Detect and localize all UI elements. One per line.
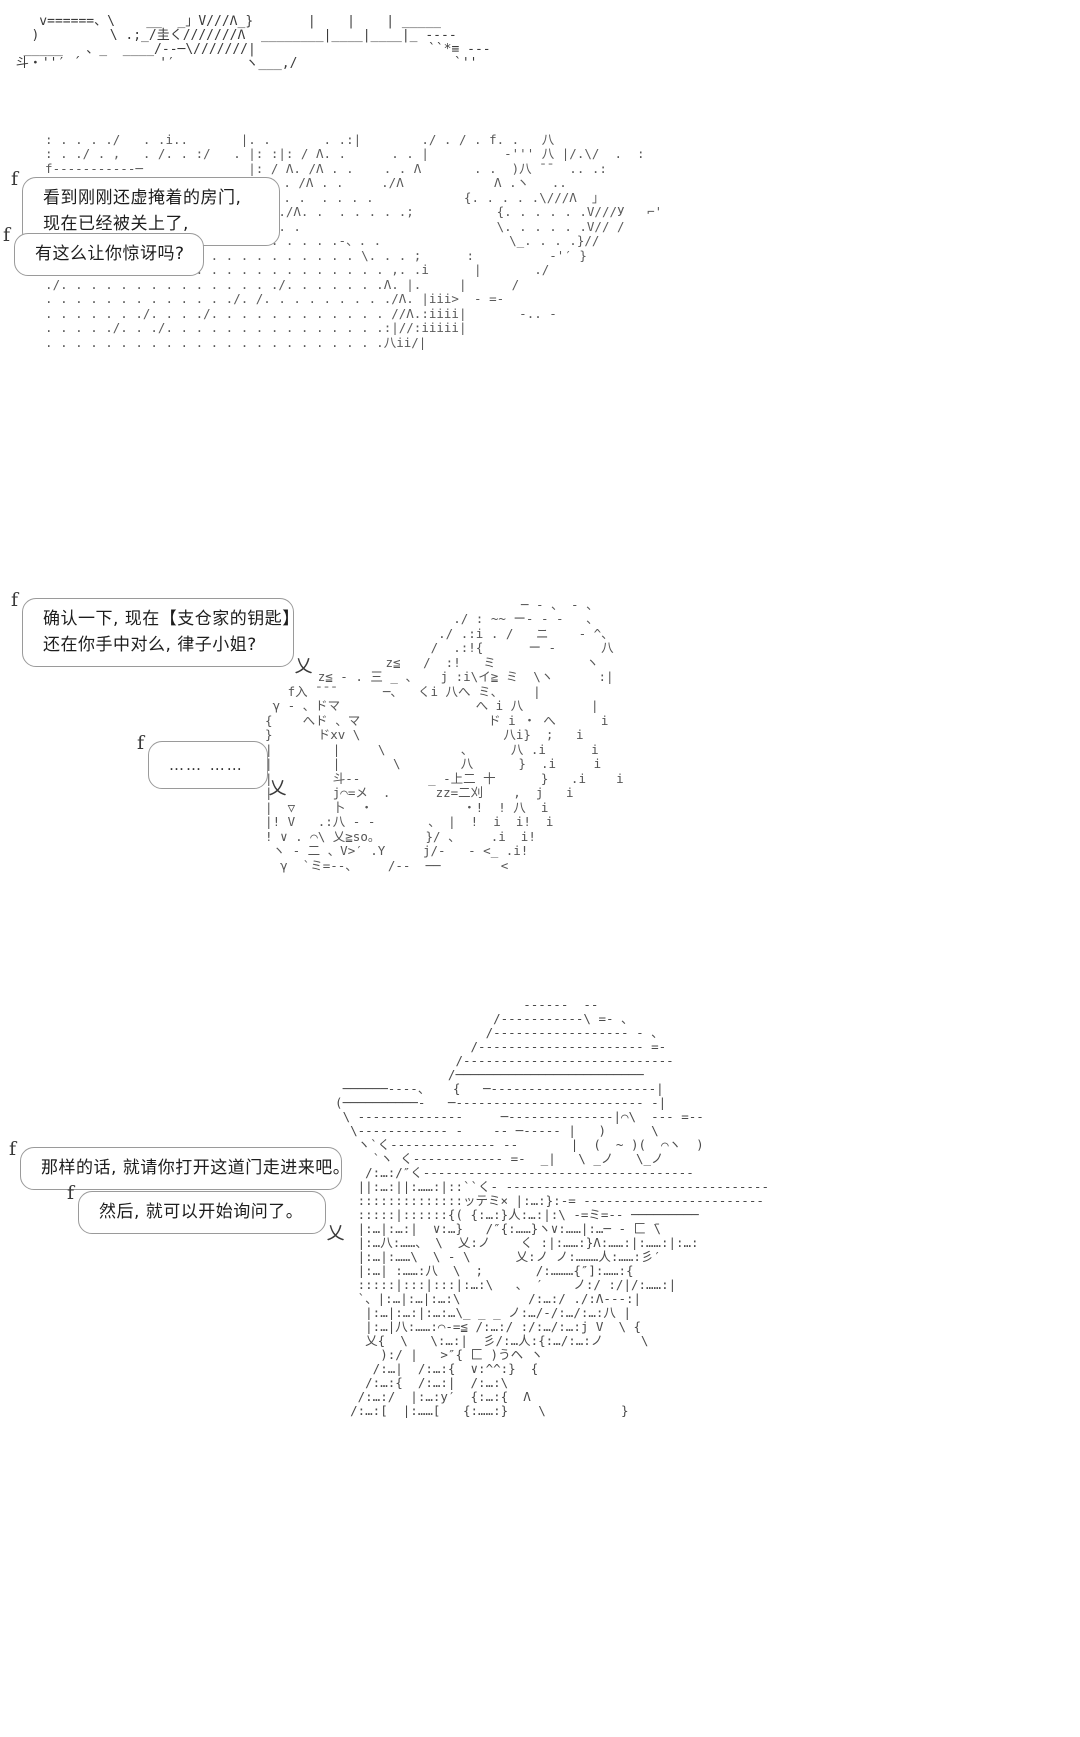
bubble-line: 确认一下, 现在【支仓家的钥匙】 xyxy=(43,609,300,629)
speech-bubble-1: f 看到刚刚还虚掩着的房门, 现在已经被关上了, xyxy=(11,168,280,246)
ascii-art-panel-top: v======、\ __ _」V///Λ_} | | | _____ ) \ .… xyxy=(15,14,491,71)
bubble-line: 有这么让你惊讶吗? xyxy=(35,244,185,264)
speech-bubble-6: f 然后, 就可以开始询问了。 乂 xyxy=(67,1182,345,1244)
bubble-line: 那样的话, 就请你打开这道门走进来吧。 xyxy=(41,1158,351,1178)
speech-bubble-4: f …… …… 乂 xyxy=(137,732,287,799)
bubble-tail-mark: f xyxy=(9,1138,17,1160)
bubble-end-mark: 乂 xyxy=(294,656,313,677)
bubble-end-mark: 乂 xyxy=(326,1223,345,1244)
bubble-line: …… …… xyxy=(169,756,244,774)
ascii-art-panel-girl: ─ ‐ 、 ‐ 、 ./ : ~~ ー‐ ‐ ‐ 、 ./ .:i . / ニ … xyxy=(265,596,624,873)
bubble-tail-mark: f xyxy=(11,589,19,611)
bubble-line: 现在已经被关上了, xyxy=(43,214,189,234)
bubble-tail-mark: f xyxy=(3,224,11,246)
bubble-tail-mark: f xyxy=(137,732,145,754)
bubble-line: 还在你手中对么, 律子小姐? xyxy=(43,635,257,655)
bubble-line: 然后, 就可以开始询问了。 xyxy=(99,1202,304,1222)
bubble-end-mark: 乂 xyxy=(268,778,287,799)
speech-bubble-2: f 有这么让你惊讶吗? xyxy=(3,224,204,276)
bubble-tail-mark: f xyxy=(67,1182,75,1204)
speech-bubble-3: f 确认一下, 现在【支仓家的钥匙】 还在你手中对么, 律子小姐? 乂 xyxy=(11,589,313,677)
speech-bubble-5: f 那样的话, 就请你打开这道门走进来吧。 xyxy=(9,1138,351,1190)
bubble-line: 看到刚刚还虚掩着的房门, xyxy=(43,188,242,208)
bubble-tail-mark: f xyxy=(11,168,19,190)
ascii-art-panel-man: ‐‐‐‐‐‐ ‐‐ /‐‐‐‐‐‐‐‐‐‐‐\ =‐ 、 /‐‐‐‐‐‐‐‐‐‐… xyxy=(335,996,769,1418)
